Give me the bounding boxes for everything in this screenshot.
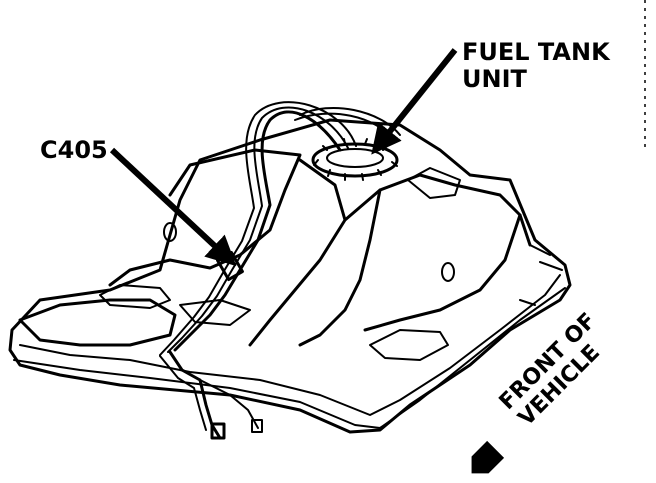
fuel-line-loop-2 <box>167 106 349 353</box>
tank-flange <box>8 118 572 434</box>
tank-top-right-pad <box>407 167 461 199</box>
tank-top-left <box>108 148 302 287</box>
fuel-line-loop-3 <box>159 101 357 356</box>
tank-center-ridge <box>248 158 532 347</box>
tank-boss-left <box>163 222 177 242</box>
tank-side-rib <box>519 244 563 306</box>
tank-boss-right <box>441 262 455 282</box>
connector-c405 <box>159 250 263 440</box>
tank-rim-inner <box>19 274 561 416</box>
front-direction-arrow-icon <box>471 440 505 474</box>
harness-end-plug-2 <box>251 419 263 433</box>
tank-right-pocket <box>369 329 449 361</box>
fuel-tank <box>8 118 572 434</box>
unit-cap <box>326 148 384 168</box>
fuel-tank-unit-leader <box>371 48 458 155</box>
tank-rim-lower <box>13 287 566 429</box>
harness-end-plug <box>210 422 226 440</box>
label-fuel-tank-line1: FUEL TANK <box>462 38 611 66</box>
label-connector-c405: C405 <box>40 136 108 164</box>
tank-right-section <box>298 188 522 347</box>
tank-front-pocket-left <box>99 284 171 309</box>
tank-left-pocket <box>18 298 177 347</box>
label-fuel-tank-line2: UNIT <box>462 65 528 93</box>
fuel-line-loop <box>173 110 342 352</box>
c405-leader <box>109 147 237 267</box>
